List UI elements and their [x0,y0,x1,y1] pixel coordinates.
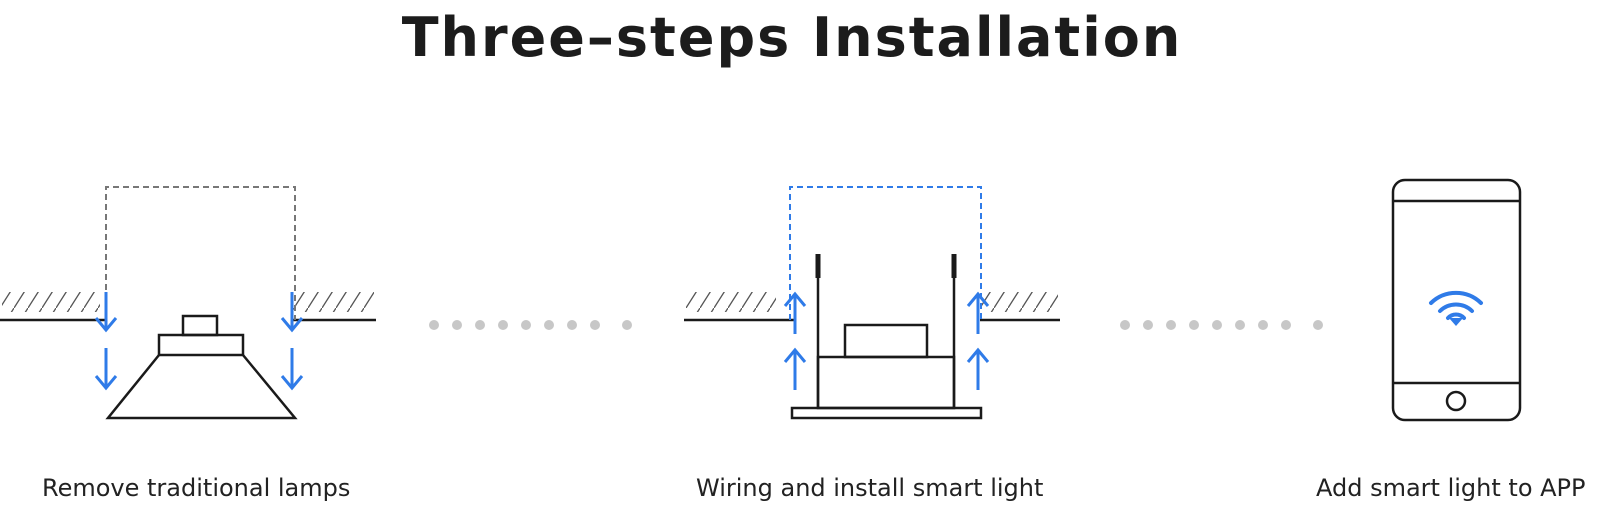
ceiling-hatch [292,292,374,312]
up-arrows-icon [783,291,990,390]
ceiling-opening-outline [105,186,296,320]
spring-clip-tips [815,254,957,278]
step-3-caption: Add smart light to APP [1316,474,1586,502]
down-arrows-icon [94,292,304,391]
step-2-caption: Wiring and install smart light [696,474,1044,502]
wifi-dot [1449,318,1463,326]
step-1-illustration [0,186,376,420]
traditional-lamp-icon [105,314,298,420]
smartphone-icon [1391,178,1522,422]
page-title: Three–steps Installation [401,6,1183,69]
dotted-connector [429,320,632,330]
ceiling-hatch [686,292,776,312]
ceiling-hatch [2,292,100,312]
dotted-connector [1120,320,1323,330]
wifi-icon [1429,290,1483,320]
ceiling-opening-outline [789,186,982,320]
smart-light-fixture-icon [790,254,983,420]
step-1-caption: Remove traditional lamps [42,474,351,502]
step-2-illustration [684,186,1060,420]
ceiling-hatch [982,292,1058,312]
